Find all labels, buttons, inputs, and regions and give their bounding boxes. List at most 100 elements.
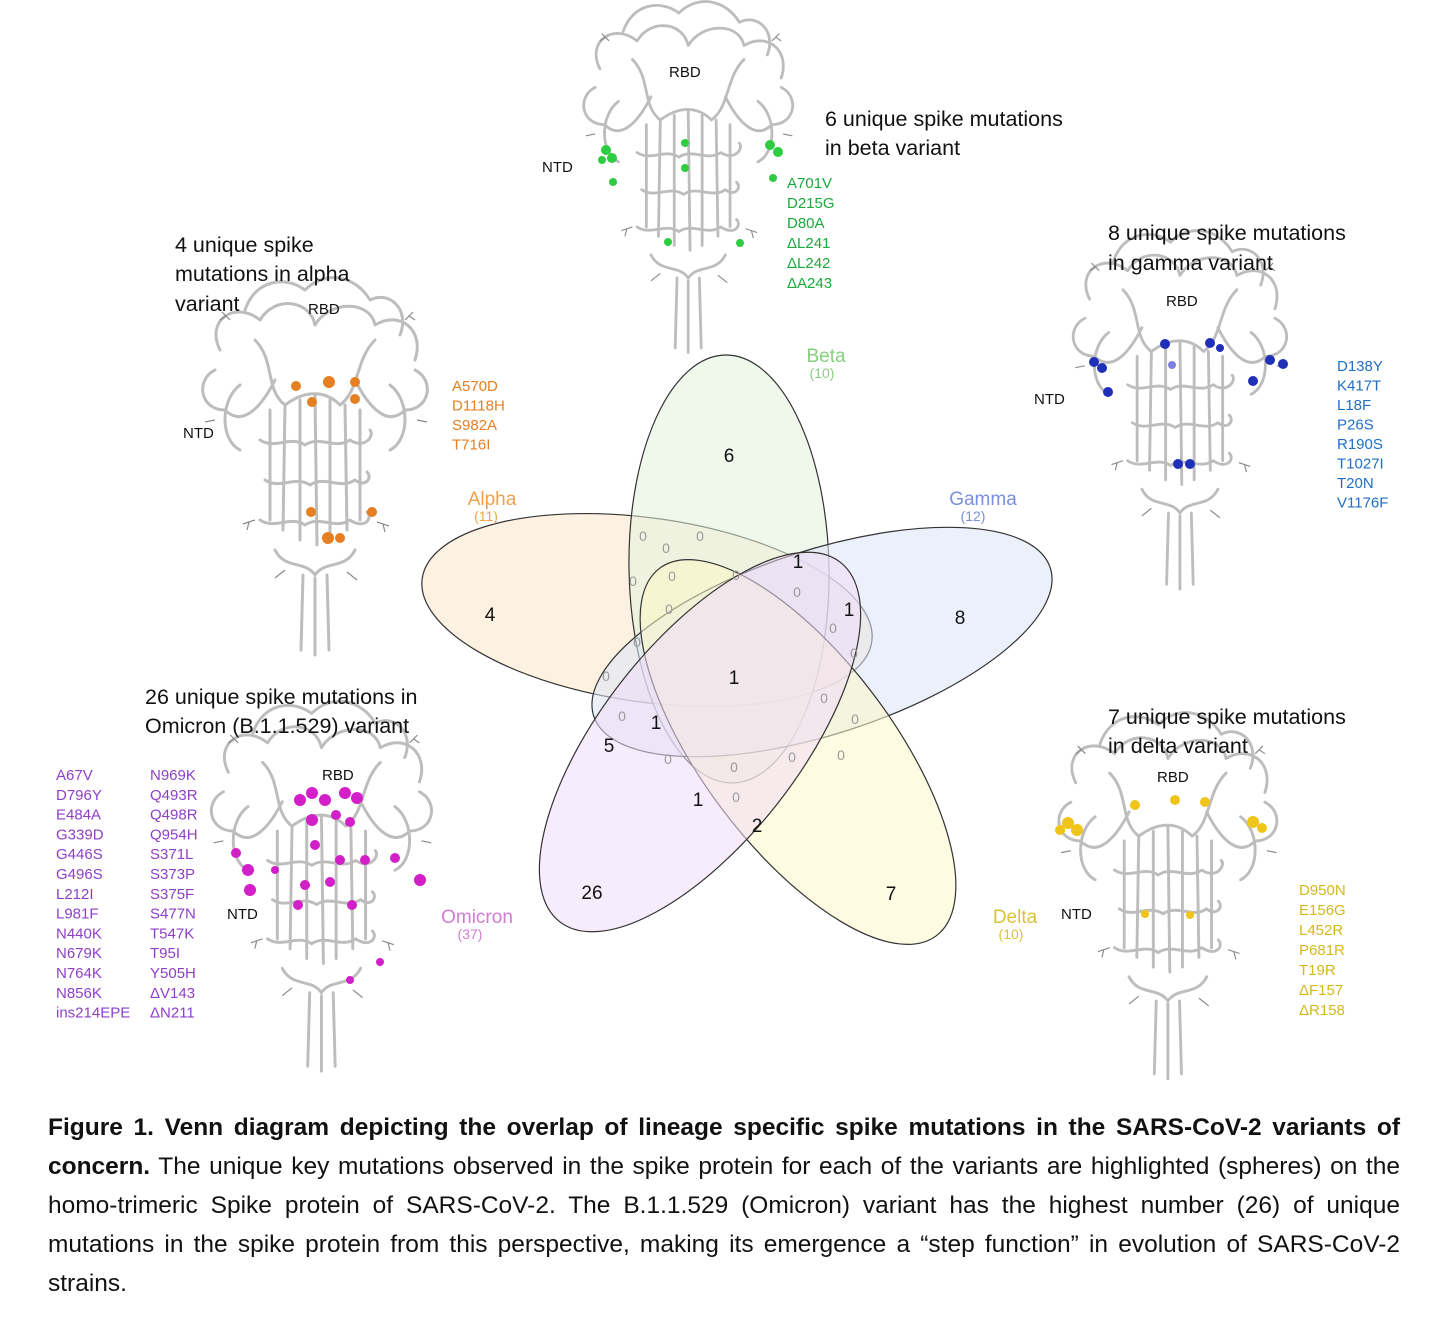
- omicron-mutation: Q498R: [150, 807, 198, 824]
- omicron-mutation: S477N: [150, 906, 196, 923]
- ellipse-omicron: [538, 551, 862, 933]
- venn-overlap: 1: [651, 713, 662, 734]
- omicron-mutation: L981F: [56, 906, 99, 923]
- venn-zero: 0: [730, 759, 738, 775]
- alpha-mutation: D1118H: [452, 398, 505, 415]
- delta-structure: [1055, 711, 1279, 1081]
- venn-overlap: 1: [793, 552, 804, 573]
- beta-ntd-label: NTD: [542, 159, 573, 176]
- gamma-mutation: D138Y: [1337, 358, 1383, 375]
- venn-zero: 0: [732, 567, 740, 583]
- omicron-title-line: Omicron (B.1.1.529) variant: [145, 714, 409, 738]
- venn-label-alpha: Alpha: [468, 489, 517, 510]
- omicron-mutation: N969K: [150, 767, 196, 784]
- beta-title-line: in beta variant: [825, 136, 960, 160]
- delta-mutation: L452R: [1299, 922, 1343, 939]
- venn-zero: 0: [732, 789, 740, 805]
- venn-zero: 0: [618, 708, 626, 724]
- venn-zero: 0: [820, 690, 828, 706]
- beta-mutation: D80A: [787, 215, 825, 232]
- venn-zero: 0: [696, 528, 704, 544]
- omicron-mutation: E484A: [56, 807, 101, 824]
- omicron-mutation: S373P: [150, 866, 195, 883]
- venn-count-alpha: (11): [474, 508, 498, 524]
- omicron-mutation: ΔV143: [150, 985, 195, 1002]
- venn-count-beta: (10): [810, 365, 835, 381]
- venn-overlap: 5: [604, 736, 615, 757]
- gamma-ntd-label: NTD: [1034, 391, 1065, 408]
- omicron-mutation: N764K: [56, 965, 102, 982]
- omicron-structure: [209, 699, 434, 1073]
- omicron-rbd-label: RBD: [322, 767, 354, 784]
- omicron-mutation: A67V: [56, 767, 93, 784]
- omicron-mutation: L212I: [56, 886, 94, 903]
- alpha-mutation: S982A: [452, 417, 497, 434]
- venn-overlap: 2: [752, 816, 763, 837]
- gamma-mutation: T1027I: [1337, 456, 1384, 473]
- alpha-mutation: A570D: [452, 378, 498, 395]
- alpha-structure: [201, 276, 429, 657]
- venn-label-beta: Beta: [806, 346, 846, 367]
- venn-count-delta: (10): [999, 926, 1024, 942]
- beta-mutation: A701V: [787, 175, 832, 192]
- omicron-mutation: T95I: [150, 945, 180, 962]
- gamma-mutation: L18F: [1337, 397, 1371, 414]
- beta-mutation: ΔL241: [787, 235, 830, 252]
- venn-overlap: 1: [693, 790, 704, 811]
- gamma-title-line: 8 unique spike mutations: [1108, 221, 1346, 245]
- gamma-rbd-label: RBD: [1166, 293, 1198, 310]
- beta-title-line: 6 unique spike mutations: [825, 107, 1063, 131]
- venn-label-omicron: Omicron: [441, 907, 513, 928]
- omicron-mutation: G339D: [56, 826, 104, 843]
- caption-bold: Figure 1. Venn diagram depicting the ove…: [48, 1114, 1400, 1180]
- venn-unique-gamma: 8: [955, 608, 966, 629]
- beta-mutation: ΔL242: [787, 255, 830, 272]
- gamma-mutation: R190S: [1337, 436, 1383, 453]
- beta-mutation: D215G: [787, 195, 835, 212]
- venn-unique-beta: 6: [724, 446, 735, 467]
- venn-zero: 0: [602, 668, 610, 684]
- omicron-mutation: N856K: [56, 985, 102, 1002]
- gamma-title-line: in gamma variant: [1108, 251, 1273, 275]
- venn-zero: 0: [788, 749, 796, 765]
- alpha-ntd-label: NTD: [183, 425, 214, 442]
- omicron-mutation: ins214EPE: [56, 1005, 130, 1022]
- delta-ntd-label: NTD: [1061, 906, 1092, 923]
- gamma-mutation: P26S: [1337, 417, 1374, 434]
- venn-label-gamma: Gamma: [949, 489, 1017, 510]
- venn-unique-alpha: 4: [485, 605, 496, 626]
- caption-text: The unique key mutations observed in the…: [48, 1153, 1400, 1297]
- omicron-mutation: S375F: [150, 886, 194, 903]
- venn-zero: 0: [829, 620, 837, 636]
- delta-title-line: in delta variant: [1108, 734, 1248, 758]
- omicron-mutation: G496S: [56, 866, 103, 883]
- alpha-title-line: variant: [175, 292, 240, 316]
- omicron-ntd-label: NTD: [227, 906, 258, 923]
- venn-center: 1: [729, 668, 740, 689]
- venn-zero: 0: [665, 601, 673, 617]
- venn-figure: Beta (10) Alpha (11) Gamma (12) Omicron …: [56, 0, 1388, 1081]
- gamma-mutation: T20N: [1337, 475, 1374, 492]
- venn-zero: 0: [664, 751, 672, 767]
- omicron-mutation: N679K: [56, 945, 102, 962]
- venn-zero: 0: [662, 540, 670, 556]
- delta-mutation: ΔF157: [1299, 982, 1343, 999]
- beta-structure: [582, 0, 795, 354]
- venn-overlap: 1: [844, 600, 855, 621]
- omicron-mutation: G446S: [56, 846, 103, 863]
- venn-zero: 0: [668, 568, 676, 584]
- alpha-rbd-label: RBD: [308, 301, 340, 318]
- venn-label-delta: Delta: [993, 907, 1038, 928]
- venn-count-omicron: (37): [458, 926, 483, 942]
- venn-zero: 0: [837, 747, 845, 763]
- delta-mutation: P681R: [1299, 942, 1345, 959]
- omicron-mutation: T547K: [150, 925, 194, 942]
- gamma-mutation: V1176F: [1337, 495, 1388, 512]
- delta-mutation: ΔR158: [1299, 1002, 1345, 1019]
- alpha-title-line: 4 unique spike: [175, 233, 314, 257]
- omicron-mutation: D796Y: [56, 787, 102, 804]
- delta-rbd-label: RBD: [1157, 769, 1189, 786]
- venn-zero: 0: [639, 528, 647, 544]
- venn-zero: 0: [851, 711, 859, 727]
- venn-unique-omicron: 26: [581, 883, 602, 904]
